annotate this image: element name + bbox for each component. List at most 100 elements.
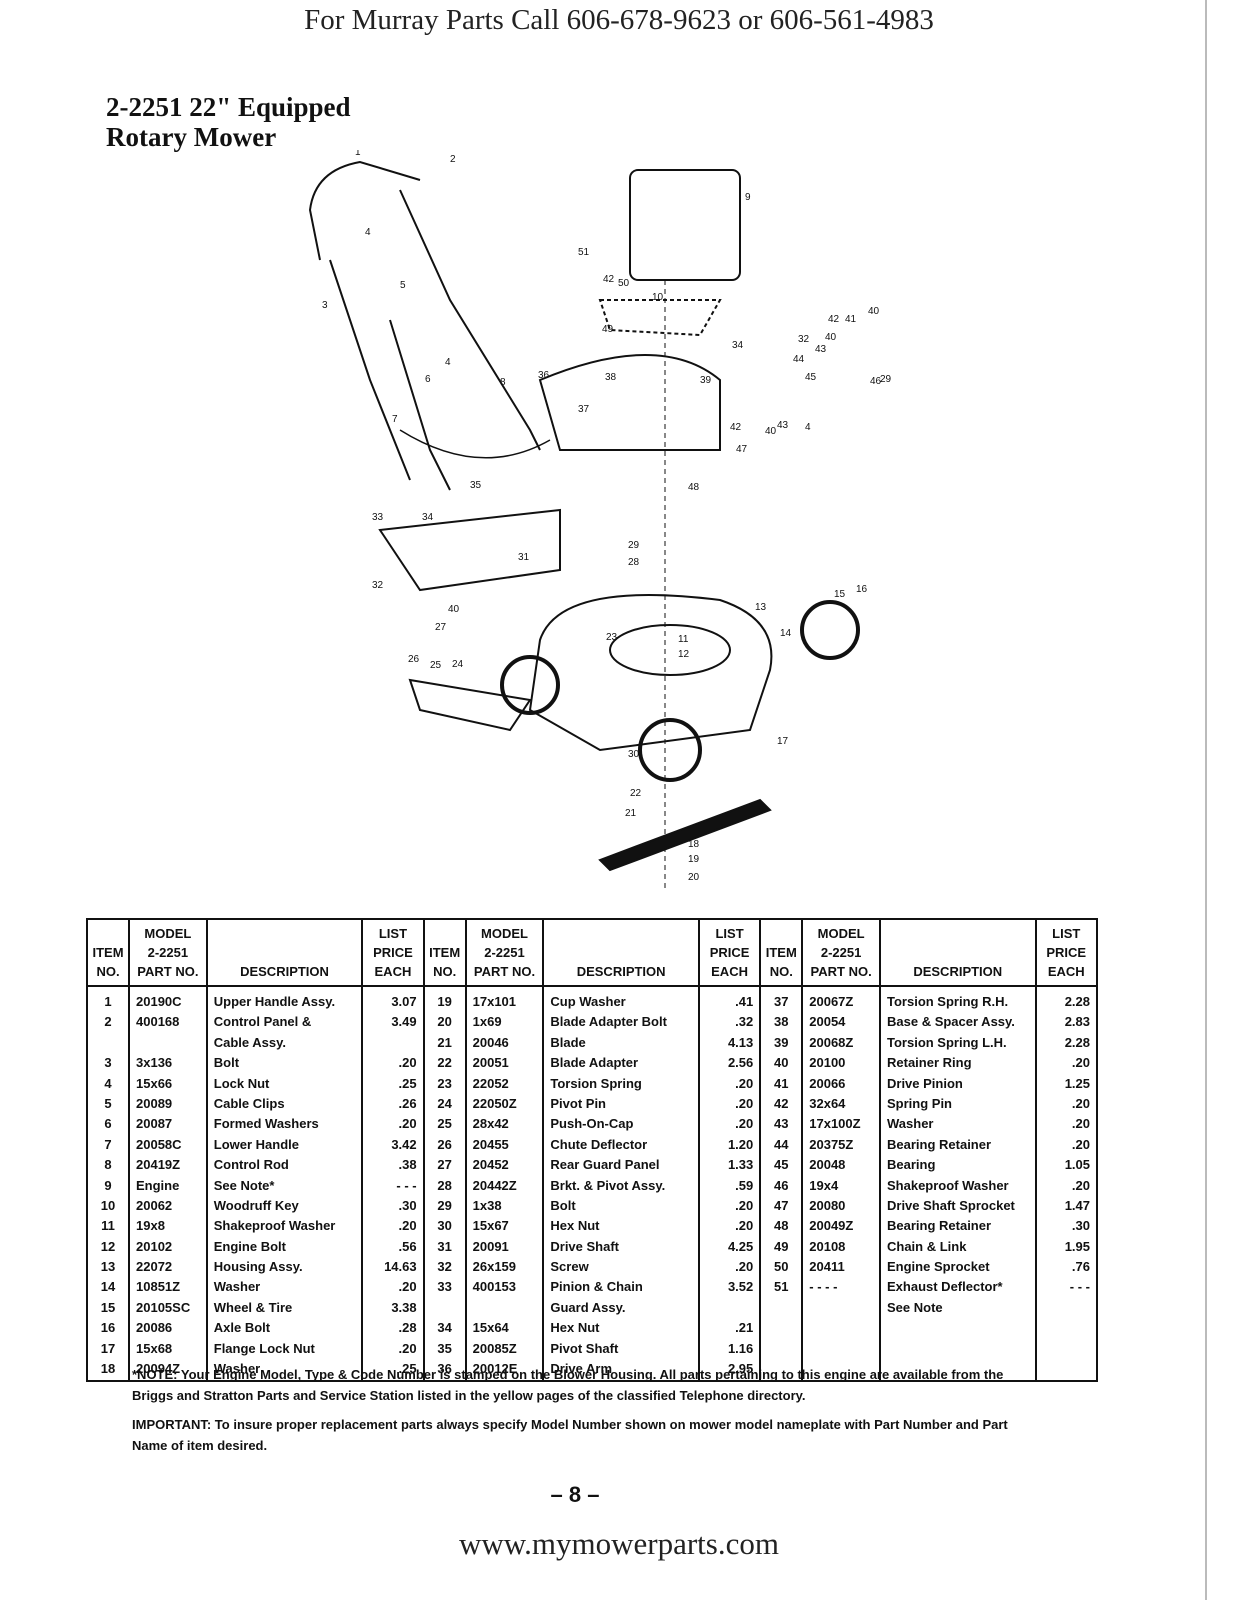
item-no-cell [86,1033,130,1055]
callout-label: 36 [538,370,550,381]
description-cell: Control Panel & [205,1013,364,1034]
item-no-cell: 11 [86,1217,130,1238]
callout-label: 33 [372,512,384,523]
price-cell: 3.07 [361,986,425,1014]
part-no-cell: 20102 [128,1237,208,1259]
page-title: 2-2251 22" Equipped Rotary Mower [106,92,351,152]
description-cell: Cable Assy. [205,1033,364,1055]
part-no-cell: 20049Z [801,1217,881,1238]
housing-shape [528,594,773,752]
part-no-cell: 20048 [801,1156,881,1177]
price-cell: .38 [361,1156,425,1177]
item-no-cell: 16 [86,1319,130,1340]
description-cell: Hex Nut [542,1217,700,1238]
important-note: IMPORTANT: To insure proper replacement … [132,1417,1008,1453]
part-no-cell: 400168 [128,1013,208,1034]
part-no-cell: 20442Z [464,1176,545,1197]
description-cell: Shakeproof Washer [205,1217,364,1238]
callout-label: 42 [603,274,615,285]
item-no-cell [759,1298,804,1320]
part-no-cell: 19x4 [801,1176,881,1197]
item-no-cell: 25 [422,1115,467,1136]
price-cell: .21 [697,1319,762,1340]
lower-handle-shape [389,319,451,491]
callout-label: 21 [625,808,637,819]
callout-label: 46 [870,376,882,387]
part-no-cell: 20067Z [801,986,881,1014]
description-cell: Drive Shaft Sprocket [879,1196,1037,1218]
callout-label: 29 [628,540,640,551]
callout-label: 22 [630,788,642,799]
part-no-cell: 22052 [464,1074,545,1095]
price-cell: 1.16 [697,1339,762,1361]
description-cell: Bearing Retainer [879,1217,1037,1238]
description-cell: Wheel & Tire [205,1298,364,1320]
description-cell: Push-On-Cap [542,1115,700,1136]
description-cell [879,1339,1037,1361]
item-no-cell: 42 [759,1094,804,1116]
price-cell: .20 [361,1339,425,1361]
callout-label: 51 [578,247,590,258]
item-no-cell: 15 [86,1298,130,1320]
item-no-cell: 36 [422,1360,467,1382]
price-cell: .20 [697,1094,762,1116]
price-cell [1034,1339,1098,1361]
callout-label: 49 [602,324,614,335]
price-cell [361,1033,425,1055]
item-no-cell: 14 [86,1278,130,1299]
callout-label: 4 [445,357,451,368]
item-no-cell: 2 [86,1013,130,1034]
item-no-cell: 49 [759,1237,804,1259]
part-no-cell: 26x159 [464,1258,545,1279]
callout-label: 10 [652,292,664,303]
description-cell: Shakeproof Washer [879,1176,1037,1197]
part-no-cell: - - - - [801,1278,881,1299]
price-cell: .41 [697,986,762,1014]
wheel-rear-left [500,655,560,715]
description-cell: Washer [205,1360,364,1382]
part-no-cell: 1x38 [464,1196,545,1218]
callout-label: 14 [780,628,792,639]
price-cell [697,1298,762,1320]
callout-label: 25 [430,660,442,671]
callout-label: 24 [452,659,464,670]
callout-label: 1 [355,150,361,158]
description-cell: Axle Bolt [205,1319,364,1340]
part-no-cell: 20058C [128,1135,208,1157]
item-no-cell: 46 [759,1176,804,1197]
price-cell: 2.28 [1034,1033,1098,1055]
callout-label: 50 [618,278,630,289]
chute-guard-shape [378,508,561,592]
price-cell: .20 [697,1115,762,1136]
price-cell: .28 [361,1319,425,1340]
description-cell: Washer [879,1115,1037,1136]
price-cell: 1.95 [1034,1237,1098,1259]
part-no-cell: 20089 [128,1094,208,1116]
control-cable-shape [399,429,551,459]
price-cell: 2.83 [1034,1013,1098,1034]
price-cell: .20 [1034,1094,1098,1116]
callout-label: 4 [805,422,811,433]
price-cell: 1.25 [1034,1074,1098,1095]
part-no-cell: 20066 [801,1074,881,1095]
callout-label: 40 [868,306,880,317]
description-cell: Formed Washers [205,1115,364,1136]
part-no-cell: 20012E [464,1360,545,1382]
part-no-cell: 17x101 [464,986,545,1014]
handle-left-bar [329,259,411,481]
price-cell: .30 [361,1196,425,1218]
chain-shape [598,299,722,337]
description-cell: Woodruff Key [205,1196,364,1218]
part-no-cell: 20411 [801,1258,881,1279]
